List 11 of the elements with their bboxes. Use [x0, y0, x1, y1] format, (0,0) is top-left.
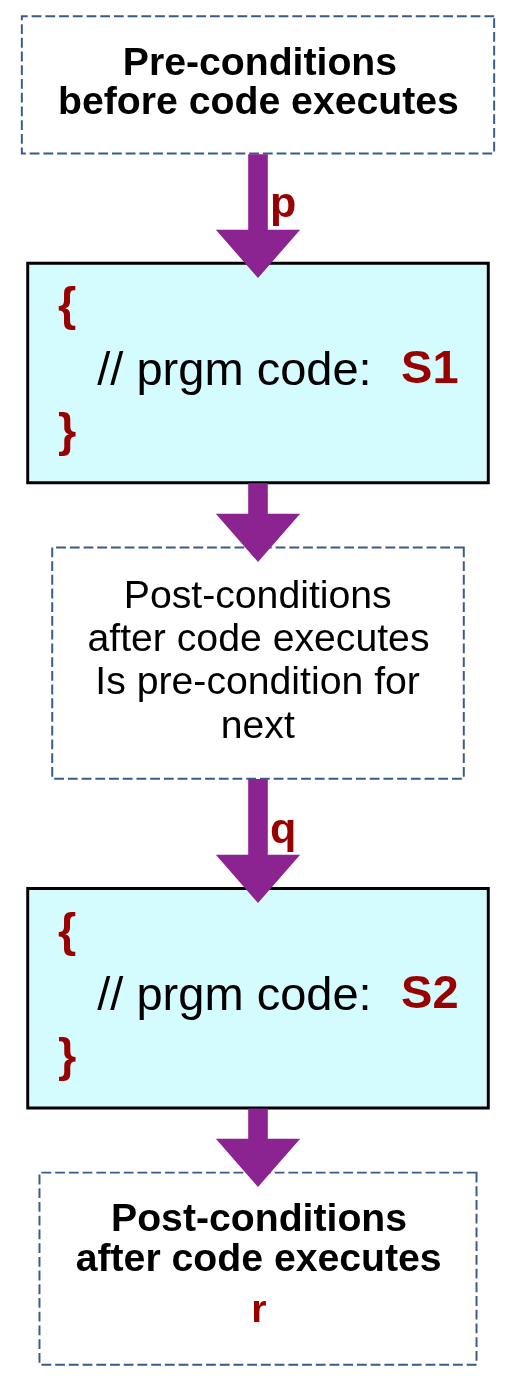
arrow	[215, 779, 301, 904]
node-box: Post-conditions after code executes r	[38, 1171, 478, 1366]
arrow	[215, 154, 301, 278]
edge-label: p	[269, 178, 297, 227]
node-box: Post-conditions after code executes Is pre-condition for next	[51, 546, 465, 780]
node-box: Pre-conditions before code executes	[20, 15, 496, 155]
arrow	[215, 1108, 301, 1187]
edge-label: q	[269, 803, 297, 852]
node-box: { // prgm code: S1 }	[26, 261, 490, 485]
arrow	[215, 483, 301, 562]
node-box: { // prgm code: S2 }	[26, 886, 490, 1110]
